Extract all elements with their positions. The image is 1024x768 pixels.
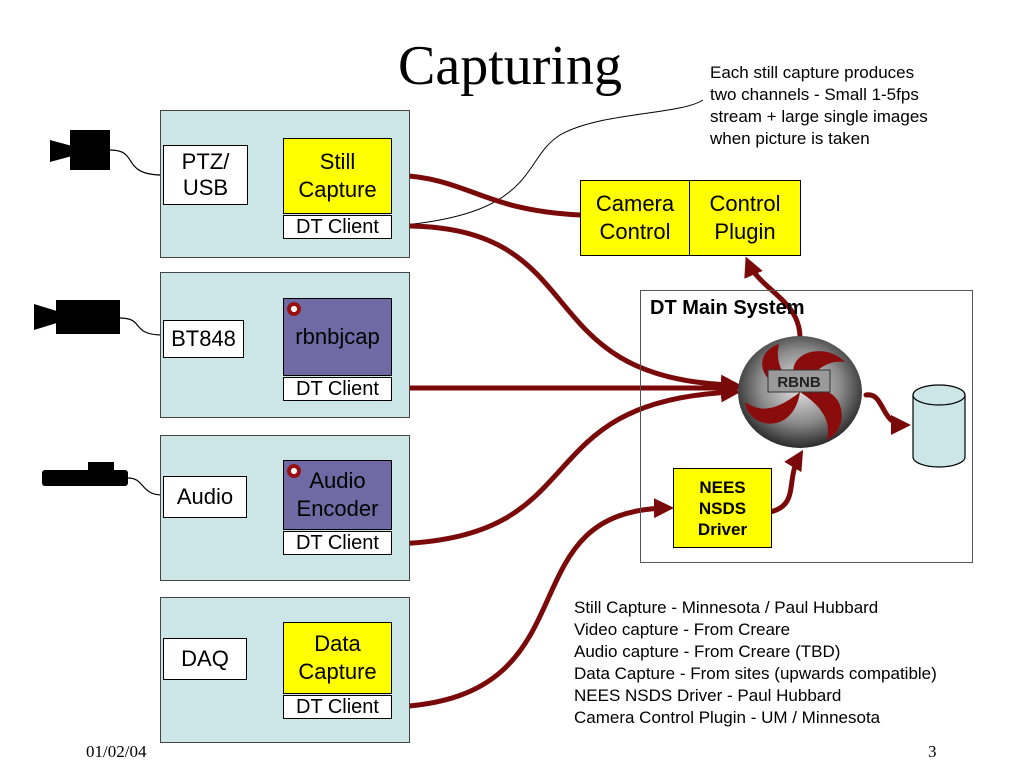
still-capture-box[interactable]: Still Capture <box>283 138 392 214</box>
camera-control-to-still-arrow <box>389 165 583 218</box>
microphone-icon <box>42 462 128 486</box>
ptz-usb-label: USB <box>182 175 229 200</box>
credit-line: Still Capture - Minnesota / Paul Hubbard <box>574 598 879 617</box>
video-camera-icon <box>34 300 120 334</box>
audio-encoder-box[interactable]: Audio Encoder <box>283 460 392 530</box>
daq-client-to-nees-arrow <box>389 498 674 710</box>
callout-note: Each still capture produces two channels… <box>710 62 928 150</box>
credit-line: NEES NSDS Driver - Paul Hubbard <box>574 686 842 705</box>
callout-line: when picture is taken <box>710 129 870 148</box>
audio-box[interactable]: Audio <box>163 476 247 518</box>
audio-dt-client[interactable]: DT Client <box>283 531 392 555</box>
credit-line: Data Capture - From sites (upwards compa… <box>574 664 937 683</box>
rbnb-to-database-arrow <box>863 392 911 435</box>
control-plugin-box[interactable]: Control Plugin <box>689 180 801 256</box>
control-plugin-label: Control <box>709 191 781 216</box>
rbnb-mini-logo <box>287 302 301 316</box>
nees-driver-label: NSDS <box>698 498 747 518</box>
ptz-camera-icon <box>50 130 110 170</box>
still-capture-label: Still <box>319 149 356 174</box>
camera-control-label: Camera <box>595 191 675 216</box>
audio-encoder-label: Audio <box>309 468 366 493</box>
video-cable <box>119 317 164 336</box>
callout-line: two channels - Small 1-5fps <box>710 85 919 104</box>
rbnb-mini-logo <box>287 464 301 478</box>
database-icon <box>912 384 966 468</box>
rbnb-logo: RBNB <box>738 336 862 448</box>
daq-box[interactable]: DAQ <box>163 638 247 680</box>
nees-driver-label: NEES <box>699 477 746 497</box>
rbnb-logo-text: RBNB <box>777 374 820 391</box>
nees-nsds-driver-box[interactable]: NEES NSDS Driver <box>673 468 772 548</box>
rbnbjcap-label: rbnbjcap <box>295 324 380 349</box>
rbnbjcap-box[interactable]: rbnbjcap <box>283 298 392 376</box>
video-dt-client[interactable]: DT Client <box>283 377 392 401</box>
footer-page-number: 3 <box>928 742 937 761</box>
nees-driver-label: Driver <box>697 519 748 539</box>
ptz-cable <box>109 149 164 176</box>
ptz-usb-label: PTZ/ <box>181 149 230 174</box>
camera-control-box[interactable]: Camera Control <box>580 180 690 256</box>
dt-main-system-title: DT Main System <box>650 297 805 319</box>
dt-main-system-box <box>640 290 973 563</box>
page-title: Capturing <box>398 35 622 97</box>
data-capture-box[interactable]: Data Capture <box>283 622 392 694</box>
still-client-to-rbnb-arrow <box>389 223 741 395</box>
credit-line: Audio capture - From Creare (TBD) <box>574 642 841 661</box>
footer-date: 01/02/04 <box>86 742 147 761</box>
credit-line: Video capture - From Creare <box>574 620 791 639</box>
callout-line: Each still capture produces <box>710 63 915 82</box>
ptz-usb-box[interactable]: PTZ/ USB <box>163 145 248 205</box>
credits-list: Still Capture - Minnesota / Paul Hubbard… <box>574 597 937 729</box>
audio-encoder-label: Encoder <box>296 496 379 521</box>
data-capture-label: Capture <box>298 659 377 684</box>
data-capture-label: Data <box>314 631 361 656</box>
still-dt-client[interactable]: DT Client <box>283 215 392 239</box>
nees-to-rbnb-arrow <box>767 449 804 515</box>
mic-cable <box>127 477 164 496</box>
audio-client-to-rbnb-arrow <box>389 382 741 547</box>
control-plugin-label: Plugin <box>714 219 776 244</box>
callout-leader <box>391 99 704 227</box>
daq-dt-client[interactable]: DT Client <box>283 695 392 719</box>
camera-control-label: Control <box>599 219 671 244</box>
still-capture-label: Capture <box>298 177 377 202</box>
bt848-box[interactable]: BT848 <box>163 320 244 358</box>
callout-line: stream + large single images <box>710 107 928 126</box>
rbnb-to-plugin-arrow <box>744 256 803 341</box>
credit-line: Camera Control Plugin - UM / Minnesota <box>574 708 881 727</box>
